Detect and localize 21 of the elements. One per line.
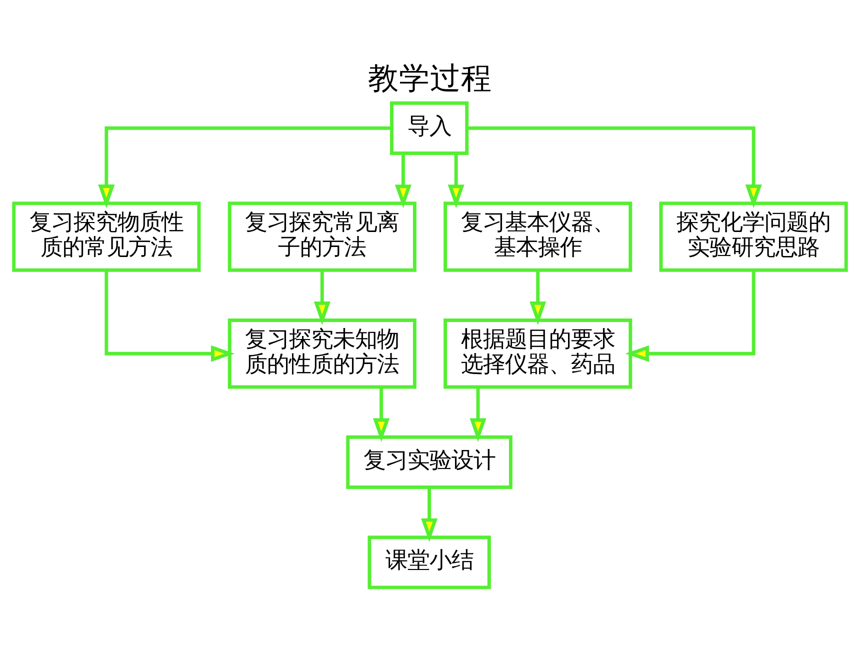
arrow [470, 386, 486, 442]
node-box: 导入 [390, 100, 469, 154]
node-box: 探究化学问题的实验研究思路 [659, 201, 848, 272]
node-box: 复习基本仪器、基本操作 [444, 201, 632, 272]
node-box: 课堂小结 [368, 535, 491, 589]
arrow [421, 486, 438, 542]
arrow [467, 126, 762, 208]
node-box: 复习实验设计 [346, 434, 512, 488]
node-box: 复习探究常见离子的方法 [228, 201, 416, 272]
diagram-title: 教学过程 [368, 61, 492, 96]
arrow [530, 270, 546, 325]
arrow [373, 386, 390, 442]
node-box: 复习探究未知物质的性质的方法 [228, 318, 416, 388]
arrow [625, 270, 756, 362]
arrow [104, 270, 235, 362]
arrow [314, 270, 330, 325]
node-box: 复习探究物质性质的常见方法 [12, 201, 201, 272]
arrow [448, 152, 464, 208]
arrow [98, 126, 392, 208]
arrow [394, 152, 412, 208]
node-box: 根据题目的要求选择仪器、药品 [444, 318, 632, 388]
